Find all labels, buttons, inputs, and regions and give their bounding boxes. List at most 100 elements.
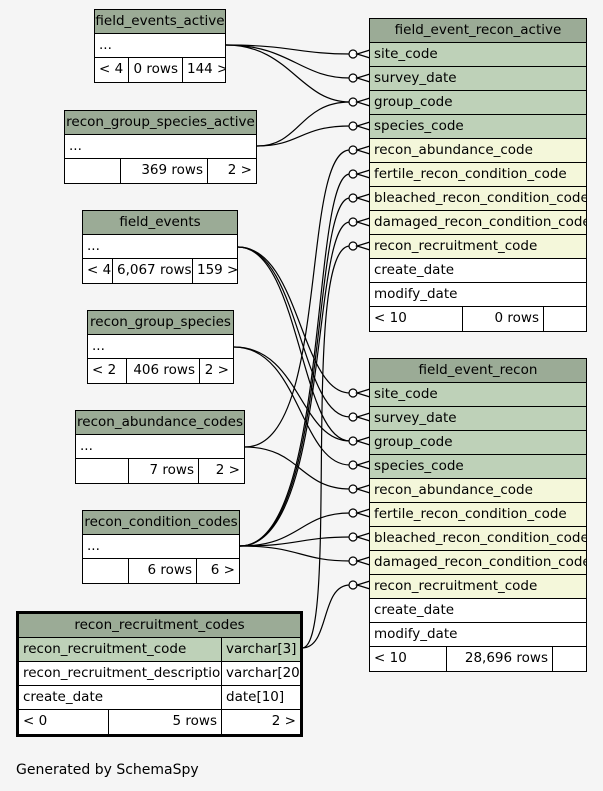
table-recon-group-species-active[interactable]: recon_group_species_active ... 369 rows … [64, 110, 257, 184]
parent-count: < 2 [92, 362, 117, 378]
row-count: 0 rows [462, 307, 543, 331]
column-name: recon_recruitment_code [374, 578, 538, 594]
column-damaged-recon-condition-code[interactable]: damaged_recon_condition_code [370, 211, 586, 235]
table-title[interactable]: field_event_recon [370, 359, 586, 383]
column-modify-date[interactable]: modify_date [370, 283, 586, 307]
column-group-code[interactable]: group_code [370, 91, 586, 115]
row-count: 369 rows [120, 159, 207, 183]
table-field-events[interactable]: field_events ... < 4 6,067 rows 159 > [82, 210, 238, 284]
table-field-event-recon[interactable]: field_event_recon site_code survey_date … [369, 358, 587, 672]
column-row[interactable]: recon_recruitment_code varchar[3] [19, 638, 300, 662]
parent-count: < 4 [99, 61, 124, 77]
table-title[interactable]: recon_abundance_codes [76, 411, 244, 435]
table-recon-condition-codes[interactable]: recon_condition_codes ... 6 rows 6 > [82, 510, 240, 584]
parent-count [83, 559, 128, 583]
table-stats-row: < 10 0 rows [370, 307, 586, 331]
table-title[interactable]: recon_group_species [88, 311, 233, 335]
parent-count: < 10 [374, 310, 407, 326]
column-name: site_code [374, 386, 438, 402]
column-species-code[interactable]: species_code [370, 115, 586, 139]
column-name: species_code [374, 458, 464, 474]
table-recon-abundance-codes[interactable]: recon_abundance_codes ... 7 rows 2 > [75, 410, 245, 484]
child-count: 144 > [182, 58, 225, 82]
column-row[interactable]: recon_recruitment_description varchar[20… [19, 662, 300, 686]
parent-count: < 10 [374, 650, 407, 666]
column-name: bleached_recon_condition_code [374, 190, 586, 206]
row-count: 6,067 rows [112, 259, 192, 283]
column-recon-recruitment-code[interactable]: recon_recruitment_code [370, 575, 586, 599]
column-bleached-recon-condition-code[interactable]: bleached_recon_condition_code [370, 527, 586, 551]
column-name: group_code [374, 94, 453, 110]
column-create-date[interactable]: create_date [370, 599, 586, 623]
column-name: damaged_recon_condition_code [374, 554, 586, 570]
column-name: bleached_recon_condition_code [374, 530, 586, 546]
table-recon-recruitment-codes[interactable]: recon_recruitment_codes recon_recruitmen… [16, 611, 303, 737]
column-name: fertile_recon_condition_code [374, 506, 567, 522]
column-name: survey_date [374, 410, 457, 426]
column-recon-abundance-code[interactable]: recon_abundance_code [370, 479, 586, 503]
table-field-events-active[interactable]: field_events_active ... < 4 0 rows 144 > [94, 9, 226, 83]
column-name: site_code [374, 46, 438, 62]
parent-count [65, 159, 120, 183]
column-site-code[interactable]: site_code [370, 383, 586, 407]
column-name: fertile_recon_condition_code [374, 166, 567, 182]
column-modify-date[interactable]: modify_date [370, 623, 586, 647]
columns-placeholder: ... [65, 135, 256, 159]
child-count: 2 > [207, 159, 256, 183]
table-title[interactable]: recon_group_species_active [65, 111, 256, 135]
columns-placeholder: ... [83, 235, 237, 259]
table-stats-row: < 2 406 rows 2 > [88, 359, 233, 383]
table-title[interactable]: recon_recruitment_codes [19, 614, 300, 638]
child-count: 6 > [196, 559, 239, 583]
table-stats-row: 369 rows 2 > [65, 159, 256, 183]
column-name: create_date [374, 602, 455, 618]
column-recon-abundance-code[interactable]: recon_abundance_code [370, 139, 586, 163]
table-stats-row: 7 rows 2 > [76, 459, 244, 483]
column-damaged-recon-condition-code[interactable]: damaged_recon_condition_code [370, 551, 586, 575]
column-name: recon_recruitment_code [374, 238, 538, 254]
column-type: varchar[20] [221, 662, 300, 685]
column-name: damaged_recon_condition_code [374, 214, 586, 230]
table-stats-row: < 4 0 rows 144 > [95, 58, 225, 82]
column-name: modify_date [374, 626, 458, 642]
table-title[interactable]: field_events_active [95, 10, 225, 34]
row-count: 28,696 rows [446, 647, 552, 671]
column-name: survey_date [374, 70, 457, 86]
table-title[interactable]: field_event_recon_active [370, 19, 586, 43]
column-fertile-recon-condition-code[interactable]: fertile_recon_condition_code [370, 503, 586, 527]
column-row[interactable]: create_date date[10] [19, 686, 300, 710]
child-count: 2 > [199, 359, 233, 383]
parent-count: < 0 [23, 713, 48, 729]
row-count: 0 rows [128, 58, 182, 82]
columns-placeholder: ... [88, 335, 233, 359]
child-count: 2 > [198, 459, 244, 483]
column-type: date[10] [221, 686, 300, 709]
column-survey-date[interactable]: survey_date [370, 67, 586, 91]
column-fertile-recon-condition-code[interactable]: fertile_recon_condition_code [370, 163, 586, 187]
child-count: 2 > [221, 710, 300, 734]
column-species-code[interactable]: species_code [370, 455, 586, 479]
table-stats-row: < 10 28,696 rows [370, 647, 586, 671]
column-name: recon_abundance_code [374, 482, 533, 498]
column-name: modify_date [374, 286, 458, 302]
column-type: varchar[3] [221, 638, 300, 661]
parent-count: < 4 [87, 262, 112, 278]
table-field-event-recon-active[interactable]: field_event_recon_active site_code surve… [369, 18, 587, 332]
table-stats-row: < 4 6,067 rows 159 > [83, 259, 237, 283]
child-count [552, 647, 586, 671]
column-site-code[interactable]: site_code [370, 43, 586, 67]
column-name: create_date [374, 262, 455, 278]
column-bleached-recon-condition-code[interactable]: bleached_recon_condition_code [370, 187, 586, 211]
column-create-date[interactable]: create_date [370, 259, 586, 283]
table-recon-group-species[interactable]: recon_group_species ... < 2 406 rows 2 > [87, 310, 234, 384]
table-title[interactable]: recon_condition_codes [83, 511, 239, 535]
row-count: 7 rows [128, 459, 198, 483]
table-stats-row: 6 rows 6 > [83, 559, 239, 583]
column-recon-recruitment-code[interactable]: recon_recruitment_code [370, 235, 586, 259]
column-group-code[interactable]: group_code [370, 431, 586, 455]
columns-placeholder: ... [83, 535, 239, 559]
column-name: create_date [23, 689, 104, 705]
table-title[interactable]: field_events [83, 211, 237, 235]
column-survey-date[interactable]: survey_date [370, 407, 586, 431]
